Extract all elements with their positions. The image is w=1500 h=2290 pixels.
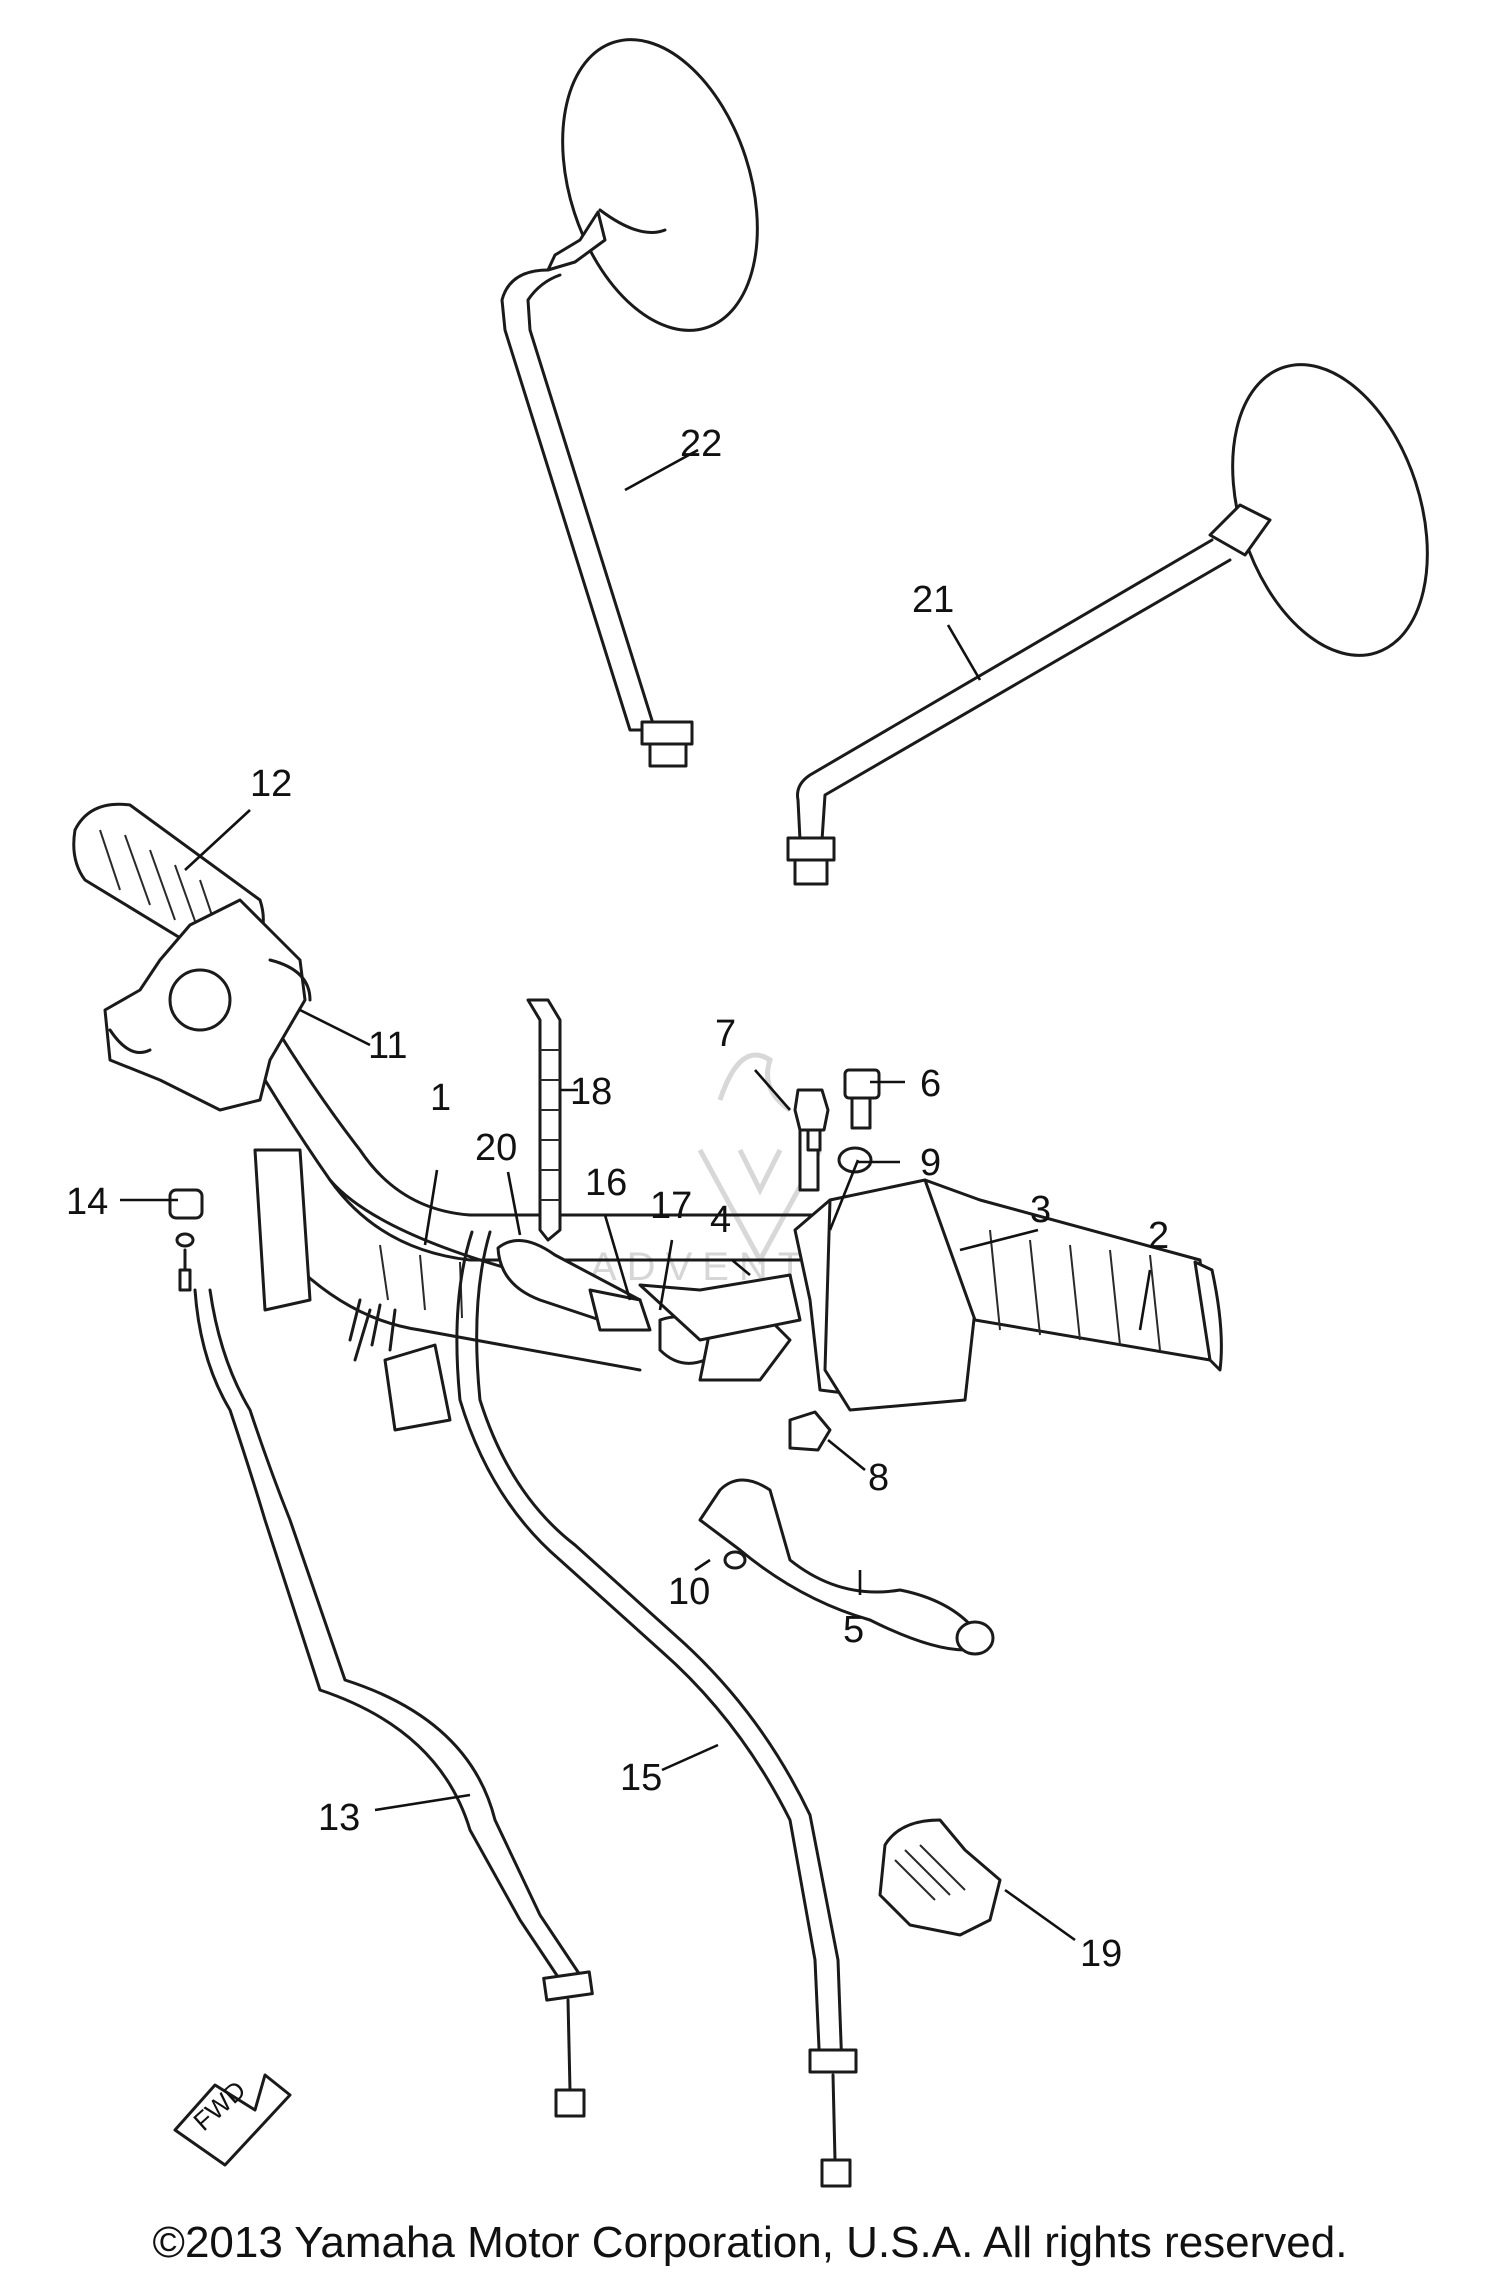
front-brake-cable: [455, 1230, 858, 2188]
left-grip-assembly: [72, 802, 452, 1432]
callout-2: 2: [1148, 1215, 1169, 1257]
callout-11: 11: [368, 1025, 407, 1067]
callout-5: 5: [843, 1609, 864, 1651]
callout-6: 6: [920, 1063, 941, 1105]
switch-part-19: [878, 1818, 1002, 1937]
callout-3: 3: [1030, 1189, 1051, 1231]
callout-1: 1: [430, 1077, 451, 1119]
copyright-notice: ©2013 Yamaha Motor Corporation, U.S.A. A…: [152, 2218, 1348, 2267]
right-control-assembly: [638, 1068, 1223, 1656]
callout-18: 18: [570, 1071, 612, 1113]
callout-22: 22: [680, 423, 722, 465]
callout-10: 10: [668, 1571, 710, 1613]
callout-14: 14: [66, 1181, 108, 1223]
callout-13: 13: [318, 1797, 360, 1839]
callout-20: 20: [475, 1127, 517, 1169]
callout-9: 9: [920, 1142, 941, 1184]
callout-7: 7: [715, 1013, 736, 1055]
callout-12: 12: [250, 763, 292, 805]
callout-15: 15: [620, 1757, 662, 1799]
callout-4: 4: [710, 1199, 731, 1241]
callout-8: 8: [868, 1457, 889, 1499]
leader-lines: [120, 448, 1152, 1942]
callout-17: 17: [650, 1185, 692, 1227]
callout-labels: 1 2 3 4 5 6 7 8 9 10 11 12 13 14 15 16 1…: [66, 423, 1169, 1975]
mirror-left: [500, 38, 759, 768]
callout-16: 16: [585, 1162, 627, 1204]
center-components: [496, 998, 712, 1365]
fwd-arrow: FWD: [173, 2073, 292, 2167]
mirror-right: [786, 363, 1429, 886]
callout-19: 19: [1080, 1933, 1122, 1975]
clutch-cable: [168, 1188, 594, 2118]
callout-21: 21: [912, 579, 954, 621]
